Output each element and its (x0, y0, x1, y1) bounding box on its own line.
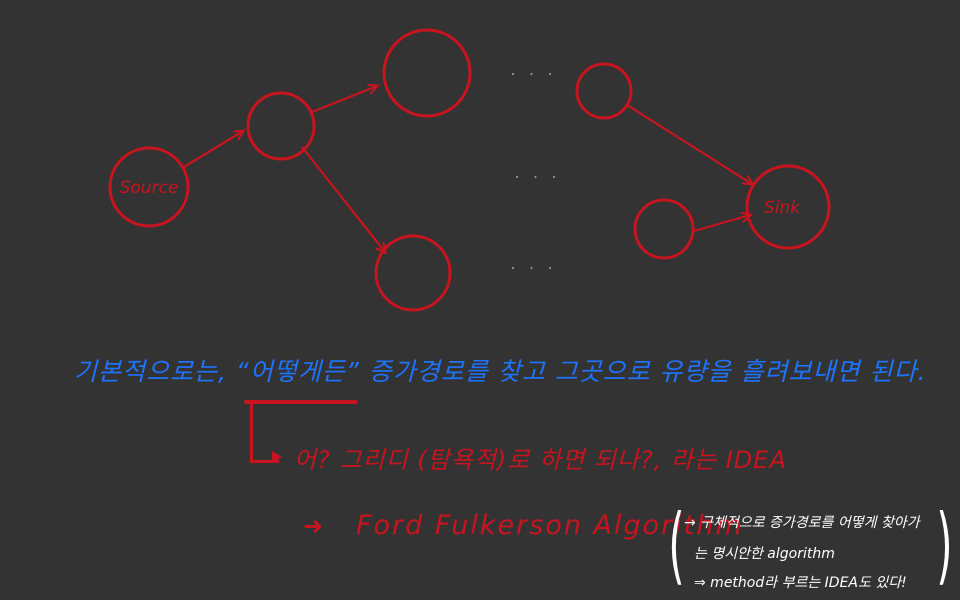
intermediate-node-right-bottom (633, 198, 695, 260)
edge-source-to-node-a (183, 131, 243, 168)
right-arrow-icon: ➜ (303, 514, 324, 540)
explanation-line-3: ⇒ method라 부르는 IDEA도 있다! (694, 575, 907, 591)
emphasis-underline (244, 400, 358, 404)
explanation-line-2: 는 명시안한 algorithm (694, 546, 835, 562)
edge-node-right-bottom-to-sink (693, 215, 750, 233)
note-line-basic-idea: 기본적으로는, “어떻게든” 증가경로를 찾고 그곳으로 유량을 흘려보내면 된… (74, 357, 927, 386)
right-parenthesis: ) (936, 496, 953, 594)
edge-node-a-to-node-top (311, 86, 377, 114)
intermediate-node-top (382, 28, 472, 118)
hook-arrow-line (250, 404, 279, 463)
explanation-line-1: → 구체적으로 증가경로를 어떻게 찾아가 (684, 515, 920, 531)
sink-node-label: Sink (764, 198, 801, 218)
note-line-greedy-idea: 어? 그리디 (탐욕적)로 하면 되나?, 라는 IDEA (294, 446, 787, 474)
source-node: Source (108, 146, 190, 228)
intermediate-node-right-top (575, 62, 633, 120)
hook-arrow-icon (272, 451, 282, 463)
algorithm-name: Ford Fulkerson Algorithm (356, 510, 744, 541)
edge-node-a-to-node-bottom (301, 146, 385, 252)
ellipsis-middle: · · · (514, 167, 561, 187)
ellipsis-top: · · · (510, 64, 557, 84)
intermediate-node-a (246, 91, 316, 161)
intermediate-node-bottom (374, 234, 452, 312)
left-parenthesis: ( (668, 496, 685, 594)
ellipsis-bottom: · · · (510, 258, 557, 278)
source-node-label: Source (120, 178, 179, 198)
edge-node-right-top-to-sink (626, 104, 752, 184)
sink-node: Sink (745, 164, 831, 250)
